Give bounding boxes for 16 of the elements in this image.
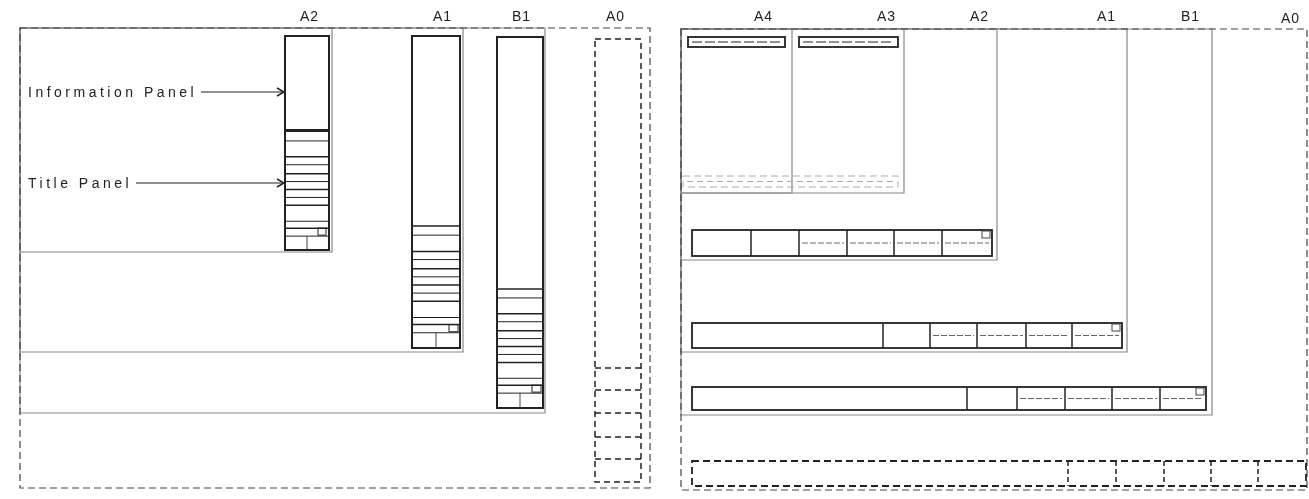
sheet-size-label: B1 xyxy=(512,8,532,24)
callout-label: Title Panel xyxy=(28,175,133,191)
callout-label: Information Panel xyxy=(28,84,198,100)
leader-arrow xyxy=(135,178,285,188)
information-panel xyxy=(284,35,330,131)
sheet-size-label: A3 xyxy=(877,8,897,24)
sheet-size-label: A1 xyxy=(433,8,453,24)
sheet-size-label: A0 xyxy=(606,8,626,24)
title-panel xyxy=(284,130,330,251)
sheet-size-label: B1 xyxy=(1181,8,1201,24)
sheet-size-label: A1 xyxy=(1097,8,1117,24)
sheet-size-label: A2 xyxy=(300,8,320,24)
sheet-size-label: A4 xyxy=(754,8,774,24)
sheet-size-label: A2 xyxy=(970,8,990,24)
leader-arrow xyxy=(200,87,285,97)
sheet-size-label: A0 xyxy=(1281,10,1301,26)
